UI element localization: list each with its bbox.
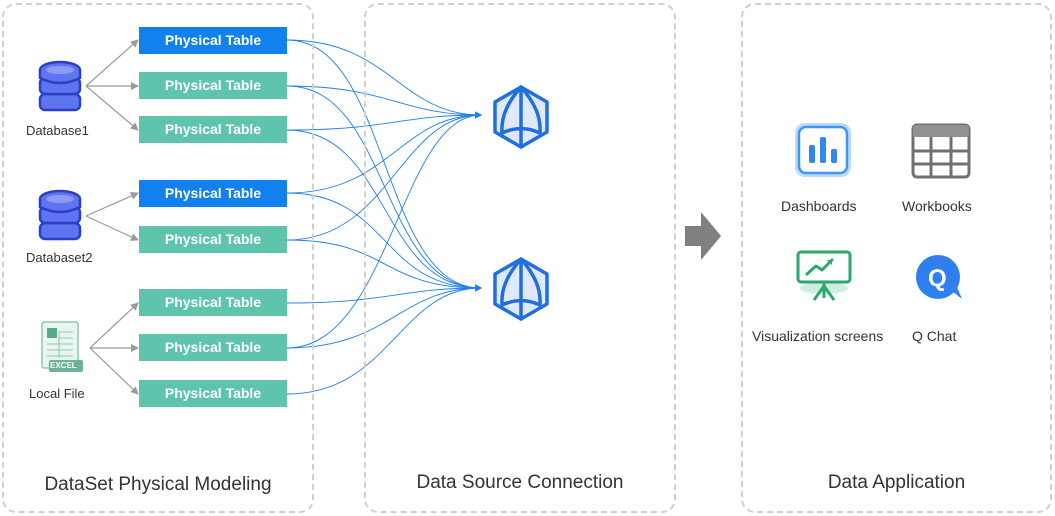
arrow-file-table8 <box>89 347 139 395</box>
database1-label: Database1 <box>26 123 89 138</box>
physical-table-4: Physical Table <box>139 180 287 207</box>
arrow-file-table6 <box>89 302 139 349</box>
chat-bubble-icon <box>916 255 962 299</box>
link-t5-c2 <box>286 239 482 292</box>
link-t7-c2 <box>286 284 482 349</box>
workbook-table-icon <box>911 123 971 179</box>
visualization-screens-label: Visualization screens <box>752 328 884 344</box>
link-t6-c2 <box>286 284 482 304</box>
presentation-screen-icon <box>796 250 852 301</box>
arrow-right-icon <box>685 212 721 260</box>
link-t5-c1 <box>286 111 482 241</box>
modeling-panel-title: DataSet Physical Modeling <box>44 474 272 495</box>
excel-badge: EXCEL <box>50 361 77 370</box>
link-t8-c2 <box>286 284 482 395</box>
modeling-panel <box>2 3 314 513</box>
physical-table-6: Physical Table <box>139 289 287 316</box>
q-chat-label: Q Chat <box>912 328 957 344</box>
link-t4-c1 <box>286 111 482 194</box>
physical-table-3: Physical Table <box>139 116 287 143</box>
database2-label: Databaset2 <box>26 250 93 265</box>
link-t7-c1 <box>286 111 482 349</box>
link-t2-c1 <box>286 85 482 119</box>
dashboard-chart-icon <box>795 123 851 177</box>
physical-table-5: Physical Table <box>139 226 287 253</box>
database-icon <box>38 60 82 112</box>
arrow-db1-table1 <box>85 39 139 87</box>
arrow-db1-table3 <box>85 85 139 131</box>
datasource-connection-icon <box>493 257 549 321</box>
arrow-db2-table5 <box>85 215 139 241</box>
physical-table-1: Physical Table <box>139 27 287 54</box>
dashboards-label: Dashboards <box>781 198 857 214</box>
source-to-table-arrows <box>85 39 139 395</box>
local-file-label: Local File <box>29 386 85 401</box>
physical-table-7: Physical Table <box>139 334 287 361</box>
workbooks-label: Workbooks <box>902 198 972 214</box>
arrow-db2-table4 <box>85 192 139 217</box>
application-panel <box>741 3 1052 513</box>
table-to-connection-links <box>286 39 482 395</box>
connection-panel-title: Data Source Connection <box>416 472 624 493</box>
link-t4-c2 <box>286 192 482 292</box>
excel-file-icon <box>41 321 83 372</box>
link-t1-c1 <box>286 39 482 119</box>
link-t3-c1 <box>286 111 482 131</box>
link-t3-c2 <box>286 129 482 292</box>
q-chat-glyph: Q <box>928 265 947 292</box>
physical-table-2: Physical Table <box>139 72 287 99</box>
datasource-connection-icon <box>493 85 549 149</box>
database-icon <box>38 189 82 241</box>
application-panel-title: Data Application <box>827 472 966 493</box>
physical-table-8: Physical Table <box>139 380 287 407</box>
link-t1-c2 <box>286 39 482 292</box>
connection-panel <box>364 3 676 513</box>
